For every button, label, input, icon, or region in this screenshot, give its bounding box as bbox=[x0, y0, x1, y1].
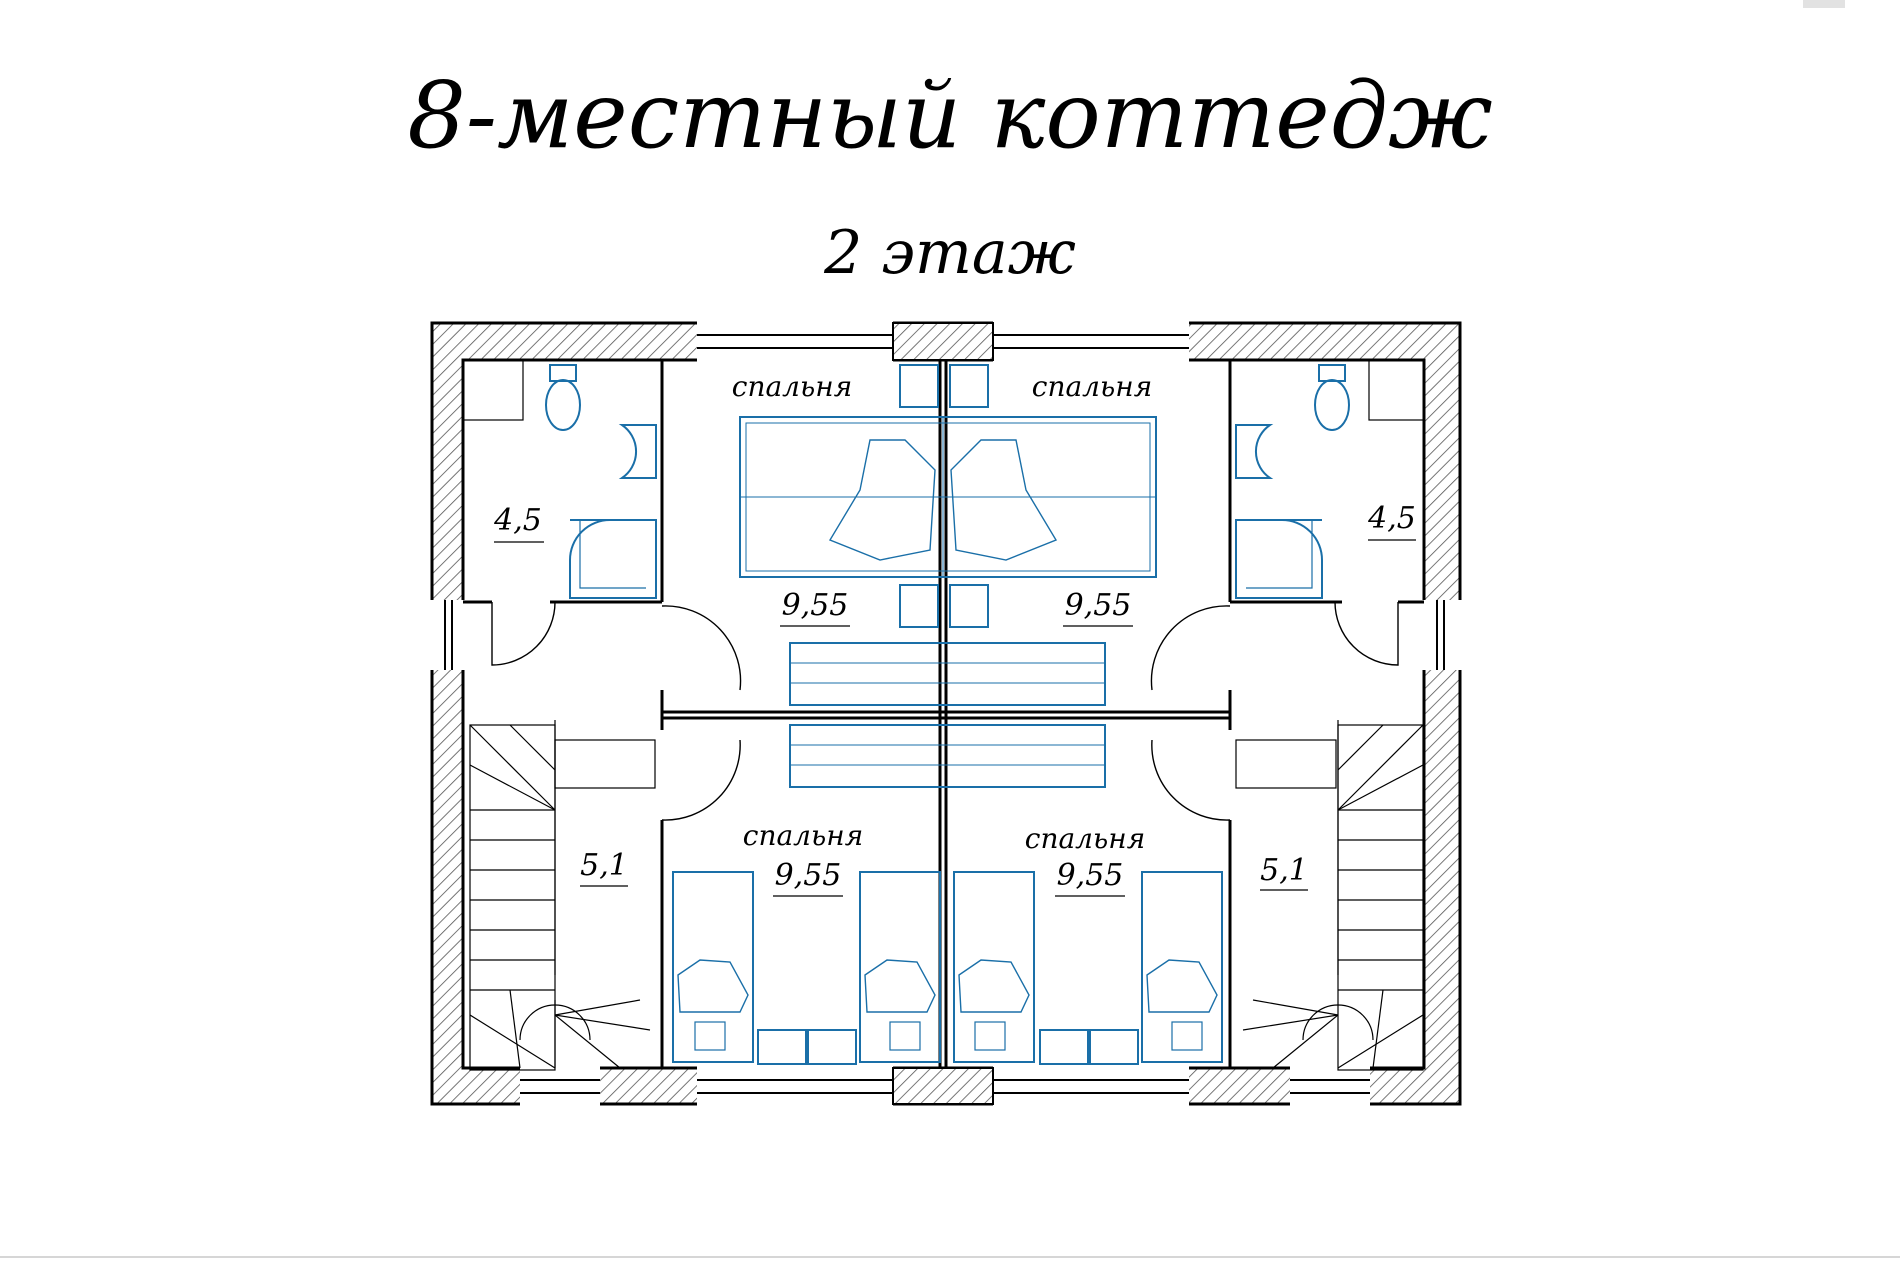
toilet-icon bbox=[1314, 379, 1350, 431]
wardrobe-icon bbox=[789, 724, 1106, 788]
single-bed-icon bbox=[672, 871, 754, 1063]
room-area-bath-right: 4,5 bbox=[1367, 501, 1416, 536]
room-name-bedroom-bottom-right: спальня bbox=[1025, 822, 1145, 855]
sink-icon bbox=[1235, 424, 1274, 479]
sink-icon bbox=[618, 424, 657, 479]
single-bed-icon bbox=[1141, 871, 1223, 1063]
room-name-bedroom-top-right: спальня bbox=[1032, 370, 1152, 403]
room-area-bedroom-top-left: 9,55 bbox=[782, 588, 849, 623]
room-labels: 4,5 спальня 9,55 спальня 9,55 4,5 5,1 сп… bbox=[493, 370, 1416, 897]
single-bed-icon bbox=[953, 871, 1035, 1063]
room-area-hall-right: 5,1 bbox=[1260, 853, 1308, 888]
exterior-walls bbox=[430, 320, 1462, 1107]
shower-icon bbox=[569, 519, 657, 599]
staircase-left bbox=[469, 724, 651, 1071]
room-name-bedroom-top-left: спальня bbox=[732, 370, 852, 403]
furniture bbox=[545, 364, 1350, 1065]
single-bed-icon bbox=[859, 871, 941, 1063]
room-area-bedroom-top-right: 9,55 bbox=[1065, 588, 1132, 623]
page-title: 8-местный коттедж bbox=[407, 62, 1493, 169]
shower-icon bbox=[1235, 519, 1323, 599]
room-area-bedroom-bottom-right: 9,55 bbox=[1057, 858, 1124, 893]
room-area-bath-left: 4,5 bbox=[493, 503, 542, 538]
doors bbox=[491, 601, 1399, 821]
floor-title: 2 этаж bbox=[824, 218, 1076, 288]
toilet-icon bbox=[545, 379, 581, 431]
room-name-bedroom-bottom-left: спальня bbox=[743, 819, 863, 852]
bottom-divider bbox=[0, 1256, 1900, 1258]
room-area-hall-left: 5,1 bbox=[580, 848, 628, 883]
wardrobe-icon bbox=[789, 642, 1106, 706]
room-area-bedroom-bottom-left: 9,55 bbox=[775, 858, 842, 893]
corner-mark bbox=[1803, 0, 1845, 8]
staircase-right bbox=[1242, 724, 1424, 1071]
